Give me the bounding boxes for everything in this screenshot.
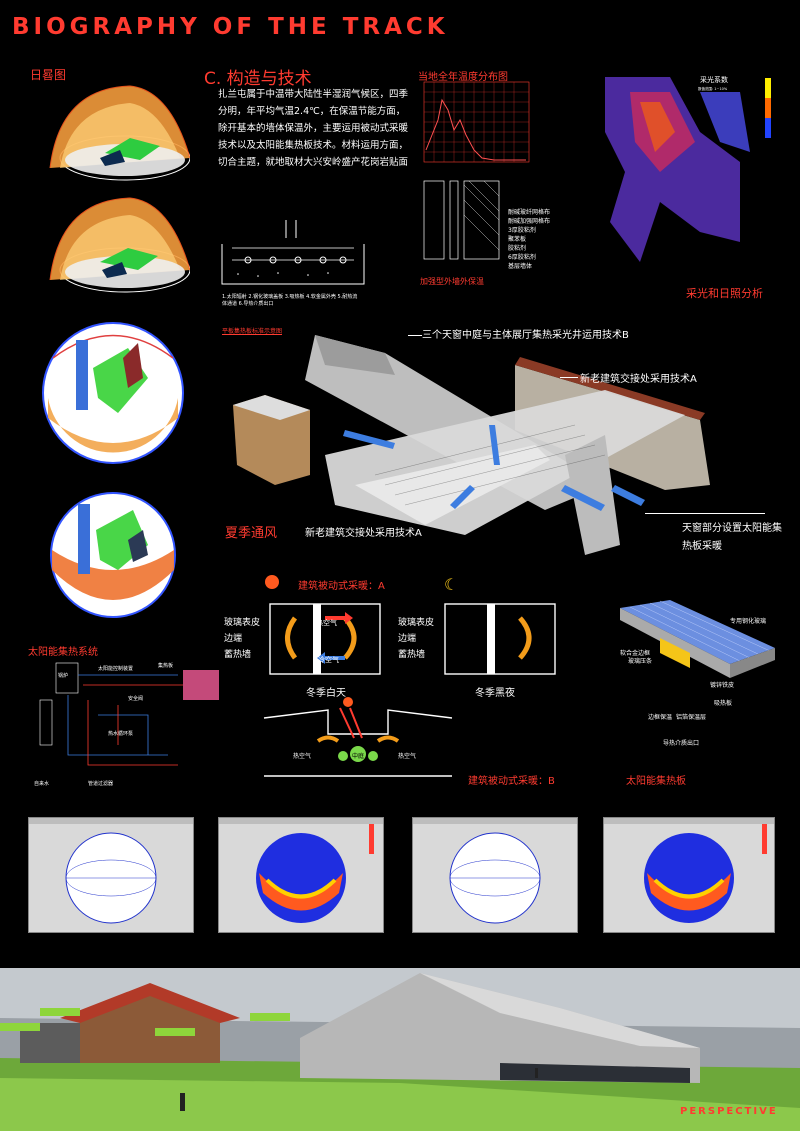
- sim-shot-1: [28, 817, 194, 933]
- cold-air-label: 冷空气: [318, 656, 339, 664]
- construction-heading: C. 构造与技术: [204, 69, 312, 89]
- wall-detail: [423, 180, 500, 260]
- passive-b-center: 中庭: [352, 753, 365, 760]
- passive-b-hot-air-right: 热空气: [398, 753, 417, 760]
- system-label-boiler: 锅炉: [58, 672, 68, 679]
- construction-body: 扎兰屯属于中温带大陆性半湿润气候区，四季分明，年平均气温2.4℃，在保温节能方面…: [218, 89, 409, 168]
- solar-panel-label: 太阳能集热板: [626, 776, 686, 787]
- wall-caption: 加强型外墙外保温: [420, 277, 484, 286]
- daylight-legend-sub: 数值范围: 1~10%: [698, 86, 728, 91]
- system-label-collector: 集热板: [158, 662, 173, 669]
- collector-caption: 平板集热板标准示意图: [222, 328, 283, 335]
- panel-label-frame: 软合金边框: [620, 650, 651, 657]
- panel-label-foil: 铝箔保温层: [676, 714, 707, 721]
- passive-b-hot-air-left: 热空气: [293, 753, 312, 760]
- daylight-heatmap: 采光系数 数值范围: 1~10%: [605, 75, 771, 262]
- system-label-control: 太阳能控制装置: [98, 665, 133, 672]
- panel-label-outlet: 导热介质出口: [663, 740, 700, 747]
- sim-shot-4: [603, 817, 775, 933]
- sun-path-diagram-1: [49, 85, 190, 181]
- panel-label-strip: 玻璃压条: [628, 658, 653, 665]
- system-label-tap: 自来水: [34, 780, 49, 787]
- sim-shot-2: [218, 817, 384, 933]
- annual-temp-label: 当地全年温度分布图: [418, 72, 508, 83]
- perspective-render: [0, 968, 800, 1131]
- sun-path-diagram-3: [42, 322, 184, 464]
- solar-panel-detail: [620, 600, 775, 678]
- callout-skylight-b: 三个天窗中庭与主体展厅集热采光井运用技术B: [422, 330, 629, 341]
- collector-section: [221, 220, 365, 285]
- sun-path-diagram-4: [50, 492, 176, 618]
- annual-temp-chart: [423, 81, 530, 163]
- system-label-filter: 管道过滤器: [88, 780, 113, 787]
- passive-a-legend-night: 玻璃表皮边端蓄热墙: [398, 618, 435, 660]
- system-label-safety: 安全阀: [128, 695, 143, 702]
- system-label-pump: 热水循环泵: [108, 730, 133, 737]
- page-title: BIOGRAPHY OF THE TRACK: [12, 14, 449, 40]
- solar-system-diagram: 自来水 管道过滤器 锅炉 太阳能控制装置 集热板 热水循环泵 安全阀: [34, 662, 219, 787]
- sim-shot-3: [412, 817, 578, 933]
- solar-system-label: 太阳能集热系统: [28, 647, 98, 658]
- panel-label-zinc: 镀锌铁皮: [710, 682, 735, 689]
- daylight-analysis-label: 采光和日照分析: [686, 287, 763, 300]
- passive-b-label: 建筑被动式采暖：B: [468, 776, 555, 787]
- sun-icon: [265, 575, 279, 589]
- winter-night-label: 冬季黑夜: [475, 688, 515, 699]
- sun-path-label: 日晷图: [30, 68, 67, 82]
- callout-junction-bottom: 新老建筑交接处采用技术A: [305, 528, 422, 539]
- moon-icon: ☾: [444, 575, 459, 594]
- summer-vent-label: 夏季通风: [225, 526, 278, 541]
- perspective-label: PERSPECTIVE: [680, 1106, 778, 1117]
- passive-b-diagram: [263, 697, 453, 777]
- passive-a-legend-day: 玻璃表皮边端蓄热墙: [224, 618, 261, 660]
- daylight-legend-title: 采光系数: [700, 75, 728, 84]
- hot-air-label: 热空气: [316, 619, 337, 627]
- callout-junction-top: 新老建筑交接处采用技术A: [580, 374, 697, 385]
- panel-label-edge: 边框保温: [648, 714, 673, 721]
- winter-day-label: 冬季白天: [306, 688, 346, 699]
- passive-a-label: 建筑被动式采暖：A: [298, 581, 385, 592]
- panel-label-absorber: 吸热板: [714, 700, 733, 707]
- sun-path-diagram-2: [49, 197, 190, 293]
- building-axonometric: [233, 335, 710, 555]
- collector-notes: 1.太阳辐射 2.钢化玻璃盖板 3.吸热板 4.软金属外壳 5.耐热流体通道 6…: [222, 294, 358, 307]
- passive-a-diagram: [269, 603, 556, 675]
- callout-skylight-solar: 天窗部分设置太阳能集热板采暖: [682, 523, 782, 552]
- panel-label-glass: 专用钢化玻璃: [730, 618, 767, 625]
